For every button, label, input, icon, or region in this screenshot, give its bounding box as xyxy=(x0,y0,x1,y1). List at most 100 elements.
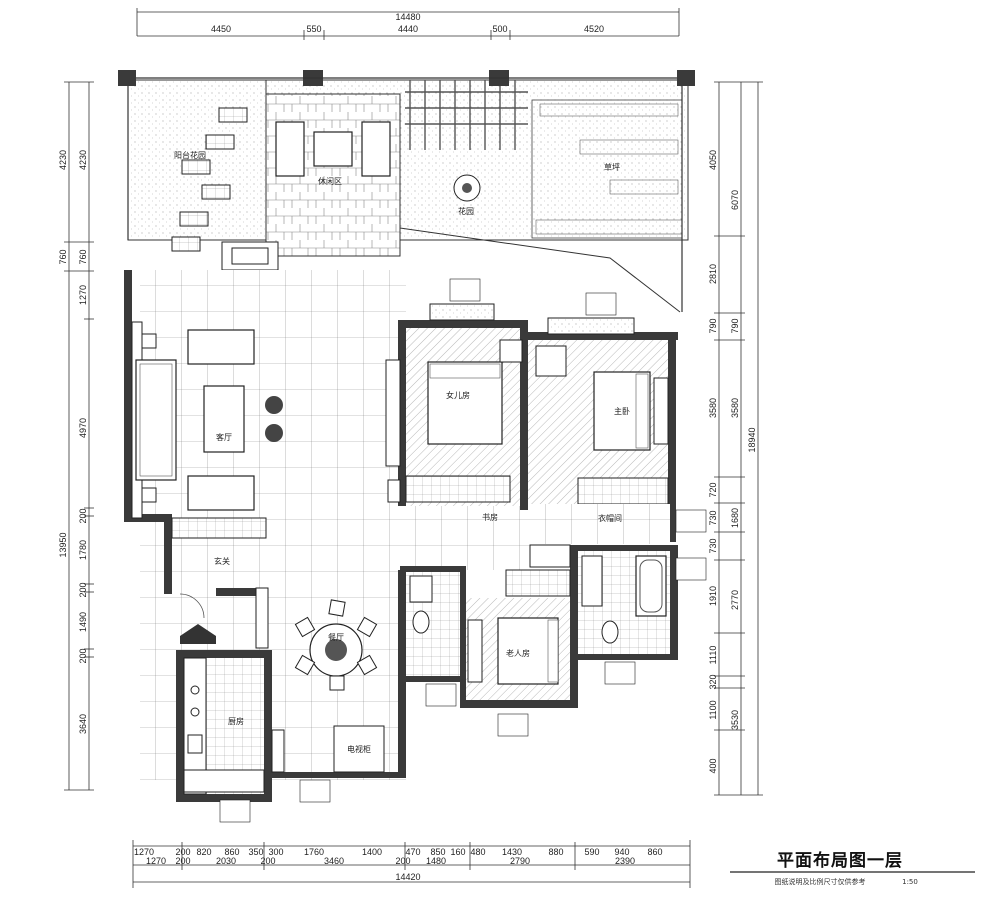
entry-area xyxy=(171,517,269,649)
left-dim-9: 200 xyxy=(78,648,88,663)
left-dim-5: 200 xyxy=(78,508,88,523)
right-mid-dim-2: 790 xyxy=(730,318,740,333)
bottom-r1-dim: 860 xyxy=(224,847,239,857)
room-label-elder: 老人房 xyxy=(506,648,530,658)
right-dim-8: 1910 xyxy=(708,586,718,606)
room-label-master: 主卧 xyxy=(614,406,630,416)
right-mid-dim-6: 3530 xyxy=(730,710,740,730)
top-dim-1: 4450 xyxy=(211,24,231,34)
bottom-r1-dim: 350 xyxy=(248,847,263,857)
dining-area xyxy=(271,599,385,773)
bottom-r2-dim: 200 xyxy=(175,856,190,866)
bottom-r1-dim: 1270 xyxy=(134,847,154,857)
top-dim-4: 500 xyxy=(492,24,507,34)
bottom-r2-dim: 2790 xyxy=(510,856,530,866)
living-room xyxy=(135,329,283,511)
right-total-dim: 18940 xyxy=(747,427,757,452)
bottom-r1-dim: 850 xyxy=(430,847,445,857)
bottom-r2-dim: 1480 xyxy=(426,856,446,866)
right-dim-9: 1110 xyxy=(708,646,718,665)
left-dim-8: 1490 xyxy=(78,612,88,632)
pergola xyxy=(405,80,528,150)
right-mid-dim-5: 2770 xyxy=(730,590,740,610)
drawing-scale: 1:50 xyxy=(902,878,918,886)
kitchen xyxy=(183,657,265,795)
right-dimension-chain xyxy=(714,81,763,796)
top-dim-3: 4440 xyxy=(398,24,418,34)
bottom-r1-dim: 940 xyxy=(614,847,629,857)
garden-area xyxy=(118,70,695,313)
bedroom-daughter xyxy=(385,303,523,506)
bottom-r2-dim: 1270 xyxy=(146,856,166,866)
drawing-subtitle: 图纸说明及比例尺寸仅供参考 xyxy=(775,877,866,886)
bottom-r1-dim: 1760 xyxy=(304,847,324,857)
right-dim-3: 790 xyxy=(708,318,718,333)
right-mid-dim-4: 1680 xyxy=(730,508,740,528)
room-label-walkin: 衣帽间 xyxy=(598,513,622,523)
bottom-r1-dim: 300 xyxy=(268,847,283,857)
room-label-tv: 电视柜 xyxy=(347,744,371,754)
top-dim-2: 550 xyxy=(306,24,321,34)
right-dim-6: 730 xyxy=(708,510,718,525)
right-dim-4: 3580 xyxy=(708,398,718,418)
bottom-r2-dim: 3460 xyxy=(324,856,344,866)
bottom-r1-dim: 160 xyxy=(450,847,465,857)
bottom-total-dim: 14420 xyxy=(395,872,420,882)
bedroom-master xyxy=(528,317,669,516)
walkin-closet xyxy=(505,504,670,597)
walls xyxy=(124,270,678,802)
left-inner-dim-1: 4230 xyxy=(78,150,88,170)
left-dimension-chain xyxy=(64,81,94,791)
room-label-dining: 餐厅 xyxy=(328,633,344,642)
room-label-garden-center: 花园 xyxy=(458,206,474,216)
bottom-r1-dim: 1400 xyxy=(362,847,382,857)
bottom-dims-row1: 1270 200 820 860 350 300 1760 1400 470 8… xyxy=(134,847,663,857)
room-label-kitchen: 厨房 xyxy=(228,716,244,726)
top-dimension-chain xyxy=(136,8,680,40)
right-dim-5: 720 xyxy=(708,482,718,497)
bottom-r1-dim: 200 xyxy=(175,847,190,857)
drawing-title: 平面布局图一层 xyxy=(777,850,903,871)
right-dim-10: 320 xyxy=(708,674,718,689)
room-label-pavilion: 休闲区 xyxy=(318,176,342,186)
left-inner-dim-2: 760 xyxy=(78,249,88,264)
room-label-study: 书房 xyxy=(482,512,498,522)
left-dim-2: 760 xyxy=(58,249,68,264)
bedroom-elder xyxy=(466,598,570,700)
bathrooms xyxy=(406,551,670,676)
bottom-r1-dim: 820 xyxy=(196,847,211,857)
bottom-r2-dim: 200 xyxy=(260,856,275,866)
left-dim-3: 1270 xyxy=(78,285,88,305)
room-label-living: 客厅 xyxy=(216,432,232,442)
bottom-r1-dim: 880 xyxy=(548,847,563,857)
bottom-r1-dim: 480 xyxy=(470,847,485,857)
left-dim-4: 4970 xyxy=(78,418,88,438)
right-dim-12: 400 xyxy=(708,758,718,773)
left-dim-6: 1780 xyxy=(78,540,88,560)
right-dim-1: 4050 xyxy=(708,150,718,170)
right-dim-11: 1100 xyxy=(708,700,718,719)
bottom-r1-dim: 470 xyxy=(405,847,420,857)
left-dim-7: 200 xyxy=(78,582,88,597)
left-dim-1: 4230 xyxy=(58,150,68,170)
bottom-dimension-chain xyxy=(132,840,691,888)
right-dim-7: 730 xyxy=(708,538,718,553)
top-dim-5: 4520 xyxy=(584,24,604,34)
room-label-daughter: 女儿房 xyxy=(446,390,470,400)
left-dim-10: 3640 xyxy=(78,714,88,734)
bottom-r1-dim: 860 xyxy=(647,847,662,857)
left-inner-dim-3: 13950 xyxy=(58,532,68,557)
bottom-r2-dim: 2030 xyxy=(216,856,236,866)
room-label-entry: 玄关 xyxy=(214,556,230,566)
window-tags xyxy=(219,278,707,823)
bottom-r2-dim: 200 xyxy=(395,856,410,866)
bottom-r1-dim: 590 xyxy=(584,847,599,857)
bottom-dims-row2: 1270 200 2030 200 3460 200 1480 2790 239… xyxy=(146,856,635,866)
right-mid-dim-3: 3580 xyxy=(730,398,740,418)
top-total-dim: 14480 xyxy=(395,12,420,22)
right-mid-dim-1: 6070 xyxy=(730,190,740,210)
room-label-lawn: 草坪 xyxy=(604,162,620,172)
room-label-sunroom: 阳台花园 xyxy=(174,150,206,160)
